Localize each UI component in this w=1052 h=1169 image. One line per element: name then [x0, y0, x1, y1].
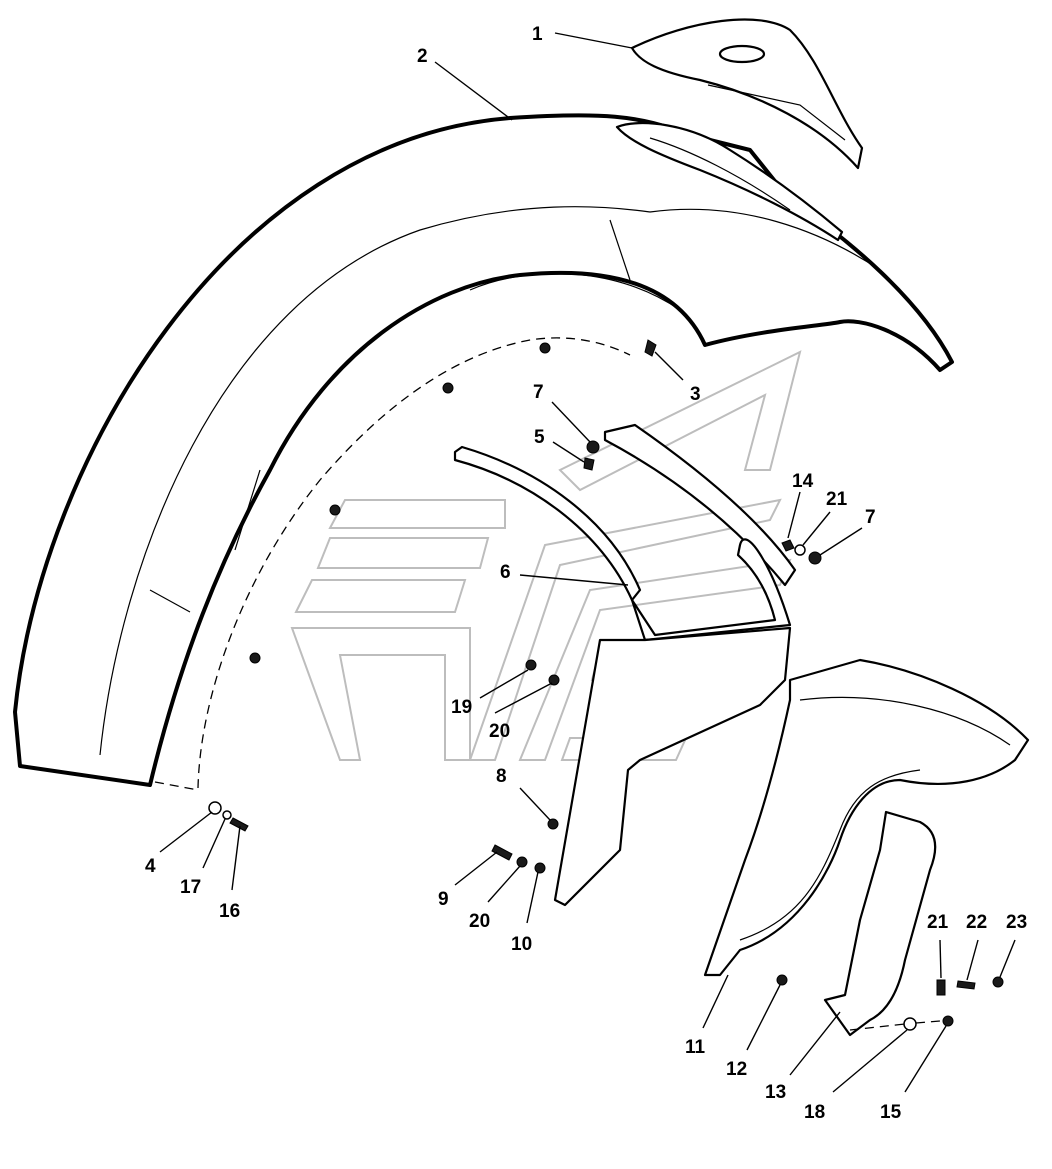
strip-part-6 — [453, 423, 797, 602]
mudguard-bracket — [553, 538, 792, 907]
callout-21-lower: 21 — [927, 912, 949, 933]
hardware-items — [208, 339, 1004, 1031]
callout-12: 12 — [726, 1059, 747, 1080]
callout-5: 5 — [534, 427, 545, 448]
bracket-part-13 — [823, 810, 937, 1037]
fender-lamp-recess — [615, 122, 844, 242]
callout-20-lower: 20 — [469, 911, 490, 932]
callout-16: 16 — [219, 901, 240, 922]
callout-7-upper: 7 — [533, 382, 544, 403]
callout-21-upper: 21 — [826, 489, 848, 510]
callout-18: 18 — [804, 1102, 825, 1123]
callout-4: 4 — [145, 856, 156, 877]
callout-20-upper: 20 — [489, 721, 510, 742]
callout-23: 23 — [1006, 912, 1027, 933]
fastener-path-line — [197, 337, 631, 789]
callout-10: 10 — [511, 934, 532, 955]
callout-13: 13 — [765, 1082, 786, 1103]
callout-6: 6 — [500, 562, 511, 583]
callout-15: 15 — [880, 1102, 902, 1123]
callout-22: 22 — [966, 912, 987, 933]
callout-9: 9 — [438, 889, 449, 910]
callout-7-right: 7 — [865, 507, 876, 528]
callout-3: 3 — [690, 384, 701, 405]
watermark-logo — [290, 350, 802, 761]
callout-1: 1 — [532, 24, 543, 45]
callout-14: 14 — [792, 471, 814, 492]
callout-11: 11 — [685, 1037, 706, 1058]
callout-17: 17 — [180, 877, 201, 898]
leader-lines — [159, 32, 1016, 1093]
callout-labels: 1 2 3 7 5 14 21 7 6 19 20 8 4 17 16 9 20… — [145, 24, 1027, 1123]
fender-main — [13, 113, 954, 787]
callout-8: 8 — [496, 766, 507, 787]
callout-2: 2 — [417, 46, 428, 67]
fender-cover-part-1 — [630, 18, 864, 170]
inner-liner-part-11 — [703, 658, 1030, 977]
callout-19: 19 — [451, 697, 472, 718]
